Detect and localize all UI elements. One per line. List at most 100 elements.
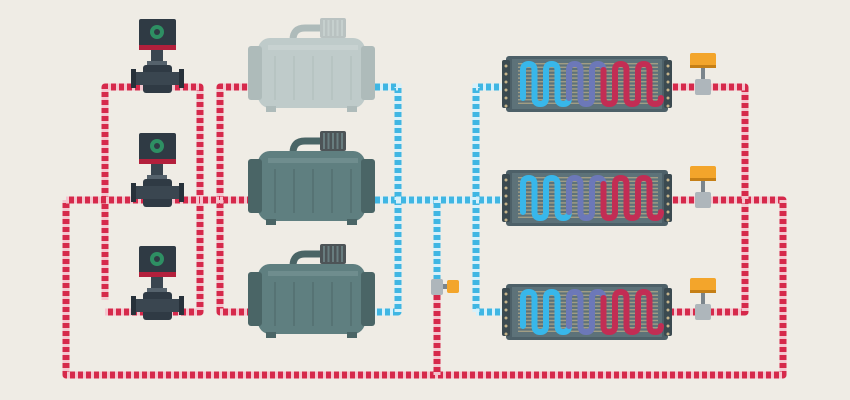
heat-exchanger-icon: [502, 170, 672, 226]
hot-pipe-compressor-feed-stripes: [200, 83, 250, 316]
heat-exchanger-fin: [518, 184, 658, 186]
pump-flange-left: [131, 183, 136, 202]
heat-exchanger-middle: [502, 170, 672, 226]
compressor-motor-fin: [336, 20, 339, 36]
hot-pipe-return-loop-stripes: [62, 196, 787, 379]
heat-exchanger-bolt: [504, 308, 508, 312]
compressor-pipe-bend: [289, 137, 322, 154]
heat-exchanger-fin: [518, 195, 658, 197]
heat-exchanger-coil-segment: [554, 181, 572, 222]
pump-flange-left: [131, 69, 136, 88]
heat-exchanger-header-right: [664, 60, 672, 108]
heat-exchanger-bolt: [666, 292, 670, 296]
heat-exchanger-header-left: [502, 60, 510, 108]
heat-exchanger-coil-segment: [635, 288, 653, 329]
valve-icon: [690, 278, 716, 320]
pump-coupling: [147, 175, 167, 179]
pump-motor-stripe: [139, 272, 176, 277]
compressor-foot-right: [347, 106, 357, 112]
heat-exchanger-bolt: [666, 194, 670, 198]
heat-exchanger-icon: [502, 284, 672, 340]
valve-actuator: [690, 278, 716, 293]
heat-exchanger-fin: [518, 327, 658, 329]
compressor-top: [248, 18, 375, 112]
heat-exchanger-bolt: [666, 96, 670, 100]
pump-motor-stripe: [139, 159, 176, 164]
pump-bottom: [131, 246, 184, 320]
heat-exchanger-fin: [518, 316, 658, 318]
hot-pipes: [62, 83, 787, 379]
compressor-foot-left: [266, 219, 276, 225]
pump-coupling: [147, 61, 167, 65]
compressor-motor-fin: [336, 133, 339, 149]
compressor-motor-fin: [323, 20, 325, 36]
heat-exchanger-coil-segment: [577, 181, 595, 222]
compressor-end-cap-left: [248, 159, 262, 213]
heat-exchanger-coil-segment: [531, 295, 549, 336]
compressor-highlight: [268, 271, 358, 276]
cold-pipes: [372, 83, 508, 316]
compressor-end-cap-right: [361, 46, 375, 100]
heat-exchanger-fin: [518, 180, 658, 182]
pump-flanges: [131, 299, 184, 312]
heat-exchanger-fin: [518, 66, 658, 68]
heat-exchanger-header-left: [502, 174, 510, 222]
heat-exchanger-group: [502, 56, 672, 340]
heat-exchanger-bolt: [504, 80, 508, 84]
heat-exchanger-fin: [518, 187, 658, 190]
compressor-pipe-bend: [289, 24, 322, 41]
pump-top: [131, 19, 184, 93]
heat-exchanger-fin: [518, 202, 658, 204]
heat-exchanger-fin: [518, 291, 658, 293]
heat-exchanger-fin: [518, 77, 658, 79]
heat-exchanger-fin: [518, 177, 658, 179]
heat-exchanger-bolt: [504, 218, 508, 222]
heat-exchanger-fin: [518, 209, 658, 211]
heat-exchanger-coil-segment: [623, 295, 641, 336]
compressor-motor-fin: [332, 20, 334, 36]
compressor-middle: [248, 131, 375, 225]
heat-exchanger-coil-segment: [566, 288, 584, 329]
heat-exchanger-fin: [518, 294, 658, 296]
heat-exchanger-bolt: [504, 64, 508, 68]
pump-shaft: [151, 164, 163, 176]
heat-exchanger-coil-segment: [589, 174, 607, 215]
heat-exchanger-bolt: [504, 88, 508, 92]
valve-actuator: [690, 166, 716, 181]
pump-coupling: [147, 288, 167, 292]
valve-stem: [701, 181, 705, 193]
heat-exchanger-coil-segment: [600, 295, 618, 336]
heat-exchanger-coil-segment: [531, 181, 549, 222]
valve-actuator: [690, 53, 716, 68]
compressor-icon: [248, 18, 375, 112]
valve-actuator-base: [690, 290, 716, 293]
heat-exchanger-bolt: [504, 324, 508, 328]
heat-exchanger-coil-segment: [577, 295, 595, 336]
pump-logo-center: [154, 256, 160, 262]
valve-body: [695, 192, 711, 208]
heat-exchanger-fin: [518, 312, 658, 314]
heat-exchanger-bolt: [666, 210, 670, 214]
heat-exchanger-header-right: [664, 288, 672, 336]
valve-icon: [690, 53, 716, 95]
compressor-end-cap-right: [361, 272, 375, 326]
heat-exchanger-coil-segment: [543, 174, 561, 215]
heat-exchanger-bolt: [504, 292, 508, 296]
pump-shaft: [151, 50, 163, 62]
heat-exchanger-bolt: [504, 316, 508, 320]
heat-exchanger-bolt: [504, 300, 508, 304]
compressor-bottom: [248, 244, 375, 338]
cold-pipe-compressor-outlets: [372, 83, 402, 316]
pump-flanges: [131, 186, 184, 199]
compressor-shell: [258, 151, 365, 221]
heat-exchanger-coil-segment: [612, 288, 630, 329]
heat-exchanger-coil-segment: [589, 288, 607, 329]
compressor-motor-fin: [327, 133, 330, 149]
hot-pipe-return-loop: [62, 196, 787, 379]
heat-exchanger-icon: [502, 56, 672, 112]
heat-exchanger-fin: [518, 88, 658, 90]
heat-exchanger-coil-segment: [566, 174, 584, 215]
heat-exchanger-fin: [518, 81, 658, 83]
compressor-shell: [258, 264, 365, 334]
